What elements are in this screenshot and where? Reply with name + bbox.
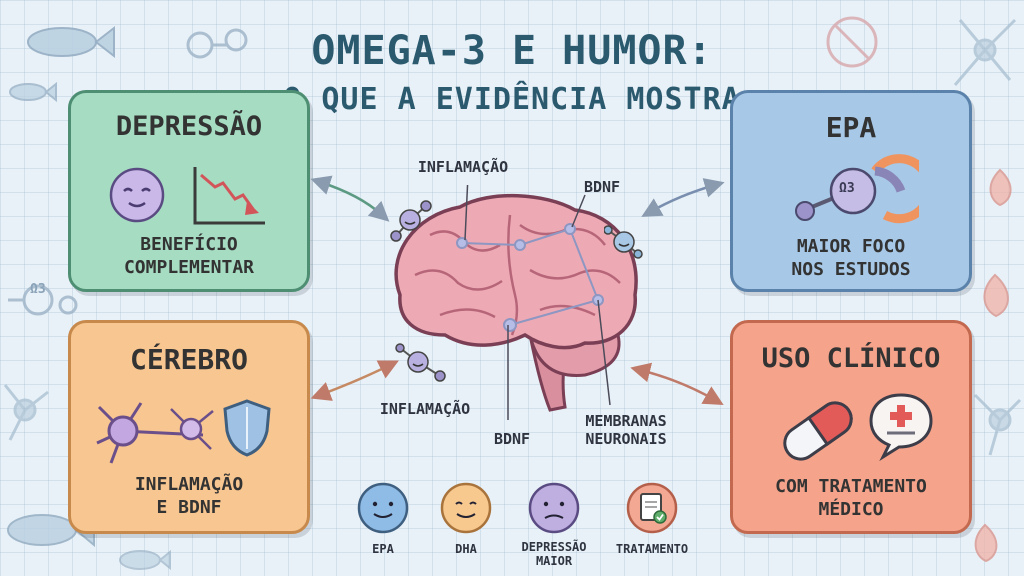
neuron-icon <box>96 402 204 464</box>
neuron-icon <box>953 18 1017 86</box>
molecule-face-icon <box>395 343 446 382</box>
molecule-face-icon <box>604 225 643 259</box>
legend-dha-face-icon <box>440 482 492 534</box>
arrow-cerebro <box>310 360 399 401</box>
molecule-icon <box>8 284 78 316</box>
card-subtitle: BENEFÍCIO COMPLEMENTAR <box>123 234 255 278</box>
flame-icon <box>974 168 1012 563</box>
molecule-icon <box>186 28 248 59</box>
omega-tag: Ω3 <box>30 282 46 297</box>
pill-icon <box>783 401 853 461</box>
label-inflamacao-top: INFLAMAÇÃO <box>417 158 509 176</box>
card-heading: USO CLÍNICO <box>761 343 941 374</box>
legend-label-dha: DHA <box>455 542 477 556</box>
card-depressao: DEPRESSÃO BENEFÍCIO COMPLEMENTAR <box>68 90 310 292</box>
no-flame-icon <box>826 16 878 68</box>
card-subtitle: INFLAMAÇÃO E BDNF <box>134 474 244 518</box>
card-subtitle: MAIOR FOCO NOS ESTUDOS <box>791 236 911 280</box>
card-cerebro: CÉREBRO INFLAMAÇÃO E BDNF <box>68 320 310 534</box>
card-uso-clinico: USO CLÍNICO COM TRATAMENTO MÉDICO <box>730 320 972 534</box>
calm-face-icon <box>109 167 165 223</box>
fish-icon <box>27 25 115 59</box>
legend-epa-face-icon <box>357 482 409 534</box>
fish-icon <box>9 81 57 103</box>
arrow-depressao <box>310 175 390 222</box>
label-inflamacao-bottom: INFLAMAÇÃO <box>379 400 471 418</box>
fish-icon <box>119 549 171 571</box>
label-bdnf-bottom: BDNF <box>493 430 531 448</box>
card-heading: CÉREBRO <box>129 343 248 376</box>
medical-chat-icon <box>869 393 933 461</box>
legend-label-tratamento: TRATAMENTO <box>615 542 689 556</box>
legend-label-depressao-maior: DEPRESSÃO MAIOR <box>521 540 587 568</box>
page-title: OMEGA-3 E HUMOR: <box>311 28 713 74</box>
legend-tratamento-clipboard-icon <box>626 482 678 534</box>
omega3-label: Ω3 <box>839 181 855 196</box>
molecule-face-icon <box>390 200 432 242</box>
legend-depressao-face-icon <box>528 482 580 534</box>
card-subtitle: COM TRATAMENTO MÉDICO <box>775 476 927 520</box>
page-subtitle: O QUE A EVIDÊNCIA MOSTRA <box>283 82 741 117</box>
card-heading: DEPRESSÃO <box>115 111 263 142</box>
legend-label-epa: EPA <box>372 542 394 556</box>
card-heading: EPA <box>825 111 877 144</box>
arrow-uso-clinico <box>630 362 724 405</box>
arrow-epa <box>641 178 725 217</box>
decline-chart-icon <box>193 167 265 225</box>
legend-icons <box>357 482 678 534</box>
neuron-small-icon <box>170 408 214 450</box>
neuron-icon <box>3 384 49 441</box>
label-membranas-neuronais: MEMBRANAS NEURONAIS <box>585 412 667 448</box>
neuron-icon <box>973 393 1022 456</box>
brain-illustration <box>394 185 638 420</box>
shield-icon <box>223 399 271 457</box>
label-bdnf-top: BDNF <box>583 178 621 196</box>
card-epa: EPA Ω3 MAIOR FOCO NOS ESTUDOS <box>730 90 972 292</box>
omega3-molecule-icon <box>795 154 919 224</box>
